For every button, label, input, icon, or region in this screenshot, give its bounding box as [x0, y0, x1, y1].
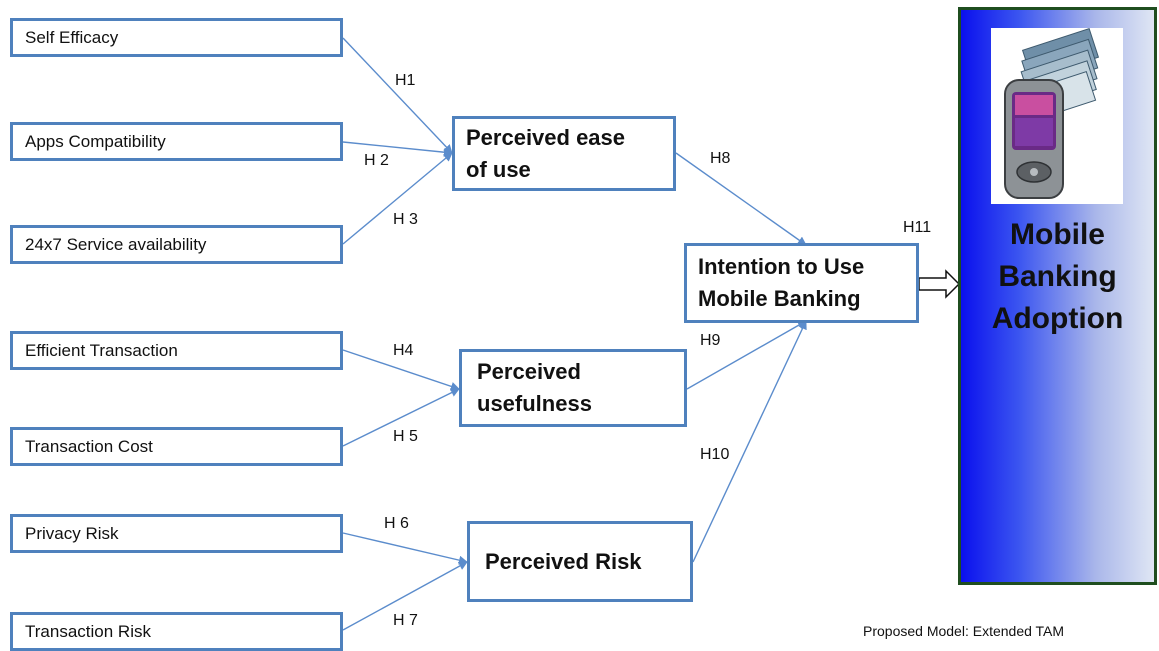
h7-arrow — [342, 561, 468, 631]
factor-self-efficacy: Self Efficacy — [10, 18, 343, 57]
h4-arrow — [342, 349, 460, 391]
h3-arrow — [342, 152, 453, 245]
construct-label-line2: Mobile Banking — [698, 286, 861, 311]
construct-label-line2: usefulness — [477, 391, 592, 416]
hypothesis-h4-label: H4 — [393, 342, 414, 359]
hypothesis-h5-label: H 5 — [393, 428, 418, 445]
figure-caption: Proposed Model: Extended TAM — [863, 623, 1065, 639]
outcome-title-line3: Adoption — [991, 302, 1124, 335]
hypothesis-h10-label: H10 — [700, 446, 730, 463]
h10-arrow — [692, 320, 807, 563]
h1-arrow — [342, 37, 453, 154]
hypothesis-h1-label: H1 — [395, 72, 416, 89]
construct-perceived-ease-of-use: Perceived ease of use — [452, 116, 676, 191]
hypothesis-h2-label: H 2 — [364, 152, 389, 169]
h11-double-arrow-icon — [918, 269, 961, 299]
hypothesis-h11-label: H11 — [903, 219, 932, 236]
hypothesis-h8-label: H8 — [710, 150, 731, 167]
factor-transaction-risk: Transaction Risk — [10, 612, 343, 651]
factor-label: 24x7 Service availability — [25, 234, 207, 254]
outcome-title: Mobile Banking Adoption — [961, 214, 1154, 340]
mobile-banking-adoption-panel: Mobile Banking Adoption — [958, 7, 1157, 585]
factor-transaction-cost: Transaction Cost — [10, 427, 343, 466]
construct-label-line1: Perceived — [477, 359, 581, 384]
factor-label: Transaction Risk — [25, 621, 151, 641]
construct-perceived-risk: Perceived Risk — [467, 521, 693, 602]
factor-label: Self Efficacy — [25, 27, 119, 47]
construct-label-line2: of use — [466, 156, 531, 182]
hypothesis-h9-label: H9 — [700, 332, 721, 349]
h5-arrow — [342, 388, 460, 447]
factor-label: Transaction Cost — [25, 436, 153, 456]
construct-label-line1: Intention to Use — [698, 254, 865, 279]
factor-24x7-service-availability: 24x7 Service availability — [10, 225, 343, 264]
hypothesis-h7-label: H 7 — [393, 612, 418, 629]
hypothesis-h6-label: H 6 — [384, 515, 409, 532]
factor-apps-compatibility: Apps Compatibility — [10, 122, 343, 161]
construct-label: Perceived Risk — [485, 548, 642, 574]
h6-arrow — [342, 532, 468, 565]
hypothesis-h3-label: H 3 — [393, 211, 418, 228]
construct-perceived-usefulness: Perceived usefulness — [459, 349, 687, 427]
h8-arrow — [675, 152, 807, 246]
construct-label-line1: Perceived ease — [466, 124, 626, 150]
factor-label: Efficient Transaction — [25, 340, 178, 360]
outcome-title-line1: Mobile — [1010, 218, 1105, 251]
factor-label: Privacy Risk — [25, 523, 119, 543]
h9-arrow — [686, 320, 807, 390]
outcome-title-line2: Banking — [998, 260, 1117, 293]
factor-efficient-transaction: Efficient Transaction — [10, 331, 343, 370]
factor-privacy-risk: Privacy Risk — [10, 514, 343, 553]
phone-with-banknotes-icon — [991, 28, 1123, 204]
h2-arrow — [342, 141, 453, 157]
factor-label: Apps Compatibility — [25, 131, 166, 151]
